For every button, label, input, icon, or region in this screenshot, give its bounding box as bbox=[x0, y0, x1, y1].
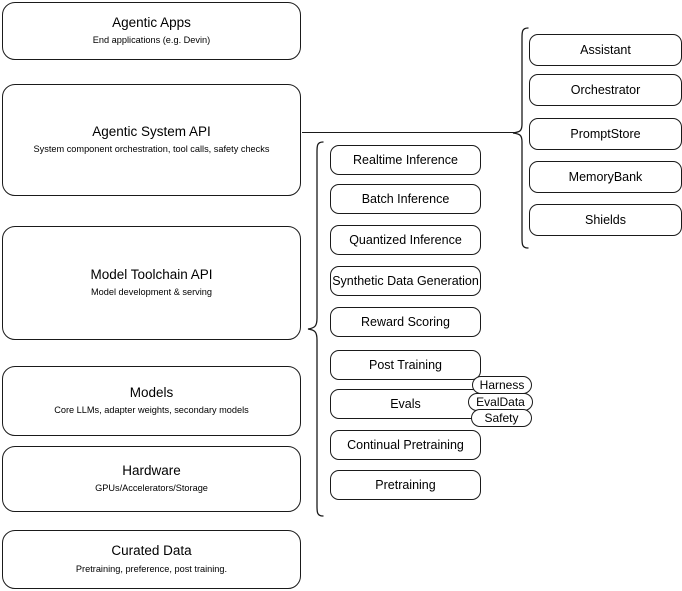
layer-title: Model Toolchain API bbox=[90, 266, 213, 282]
layer-title: Curated Data bbox=[111, 543, 192, 559]
toolchain-item-quantized-inference[interactable]: Quantized Inference bbox=[330, 225, 481, 255]
item-label: MemoryBank bbox=[568, 170, 643, 184]
item-label: Continual Pretraining bbox=[347, 438, 464, 452]
layer-subtitle: End applications (e.g. Devin) bbox=[92, 35, 211, 46]
layer-subtitle: Pretraining, preference, post training. bbox=[75, 563, 228, 574]
system-item-shields[interactable]: Shields bbox=[529, 204, 682, 236]
item-label: Batch Inference bbox=[361, 192, 450, 206]
system-item-orchestrator[interactable]: Orchestrator bbox=[529, 74, 682, 106]
stack-layer-curated-data[interactable]: Curated Data Pretraining, preference, po… bbox=[2, 530, 301, 589]
brace-toolchain bbox=[305, 140, 325, 518]
toolchain-item-evals[interactable]: Evals bbox=[330, 389, 481, 419]
item-label: Shields bbox=[585, 213, 626, 227]
pill-label: EvalData bbox=[476, 395, 525, 409]
toolchain-item-pretraining[interactable]: Pretraining bbox=[330, 470, 481, 500]
system-item-memorybank[interactable]: MemoryBank bbox=[529, 161, 682, 193]
toolchain-item-synthetic-data-generation[interactable]: Synthetic Data Generation bbox=[330, 266, 481, 296]
toolchain-item-reward-scoring[interactable]: Reward Scoring bbox=[330, 307, 481, 337]
layer-title: Agentic Apps bbox=[112, 14, 191, 30]
toolchain-item-batch-inference[interactable]: Batch Inference bbox=[330, 184, 481, 214]
layer-title: Models bbox=[129, 384, 174, 400]
item-label: Quantized Inference bbox=[349, 233, 462, 247]
connector-line-system-api bbox=[302, 132, 515, 134]
layer-title: Agentic System API bbox=[92, 123, 211, 139]
item-label: Assistant bbox=[580, 43, 631, 57]
stack-layer-models[interactable]: Models Core LLMs, adapter weights, secon… bbox=[2, 366, 301, 436]
stack-layer-model-toolchain-api[interactable]: Model Toolchain API Model development & … bbox=[2, 226, 301, 340]
evals-subcomponent-safety[interactable]: Safety bbox=[471, 409, 532, 427]
item-label: Evals bbox=[390, 397, 421, 411]
item-label: Synthetic Data Generation bbox=[332, 274, 479, 288]
toolchain-item-realtime-inference[interactable]: Realtime Inference bbox=[330, 145, 481, 175]
layer-subtitle: GPUs/Accelerators/Storage bbox=[95, 483, 208, 494]
layer-title: Hardware bbox=[122, 462, 181, 478]
system-item-assistant[interactable]: Assistant bbox=[529, 34, 682, 66]
item-label: Realtime Inference bbox=[353, 153, 458, 167]
stack-layer-hardware[interactable]: Hardware GPUs/Accelerators/Storage bbox=[2, 446, 301, 512]
toolchain-item-post-training[interactable]: Post Training bbox=[330, 350, 481, 380]
item-label: Pretraining bbox=[375, 478, 436, 492]
system-item-promptstore[interactable]: PromptStore bbox=[529, 118, 682, 150]
layer-subtitle: Model development & serving bbox=[90, 287, 213, 298]
item-label: Post Training bbox=[369, 358, 442, 372]
layer-subtitle: Core LLMs, adapter weights, secondary mo… bbox=[54, 405, 249, 416]
brace-system-components bbox=[510, 26, 530, 250]
pill-label: Harness bbox=[479, 378, 525, 392]
item-label: Orchestrator bbox=[570, 83, 641, 97]
stack-layer-agentic-system-api[interactable]: Agentic System API System component orch… bbox=[2, 84, 301, 196]
stack-layer-agentic-apps[interactable]: Agentic Apps End applications (e.g. Devi… bbox=[2, 2, 301, 60]
evals-subcomponent-harness[interactable]: Harness bbox=[472, 376, 532, 394]
toolchain-item-continual-pretraining[interactable]: Continual Pretraining bbox=[330, 430, 481, 460]
pill-label: Safety bbox=[484, 411, 519, 425]
item-label: PromptStore bbox=[570, 127, 641, 141]
layer-subtitle: System component orchestration, tool cal… bbox=[33, 144, 270, 155]
item-label: Reward Scoring bbox=[361, 315, 450, 329]
